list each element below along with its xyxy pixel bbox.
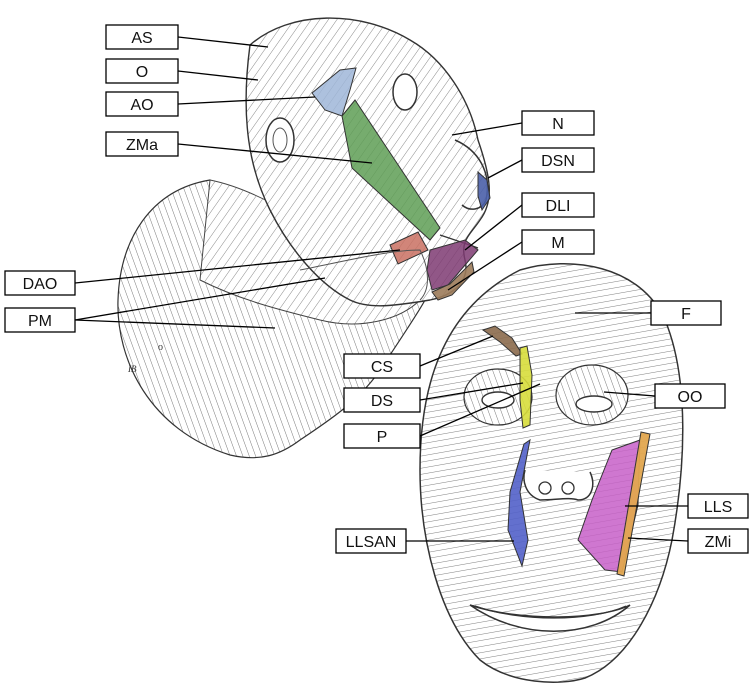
label-oo-text: OO — [678, 389, 703, 406]
label-m-text: M — [551, 235, 564, 252]
label-oo: OO — [655, 384, 725, 408]
label-dsn-text: DSN — [541, 153, 575, 170]
label-ds: DS — [344, 388, 420, 412]
label-zmi-text: ZMi — [705, 534, 732, 551]
label-as: AS — [106, 25, 178, 49]
label-cs-text: CS — [371, 359, 393, 376]
label-as-text: AS — [131, 30, 152, 47]
svg-text:o: o — [158, 342, 163, 353]
front-view-right-eye — [556, 365, 628, 425]
figure-mark: IB — [127, 364, 137, 374]
front-view-nose — [524, 470, 593, 500]
label-lls: LLS — [688, 494, 748, 518]
label-ao-text: AO — [130, 97, 153, 114]
label-m: M — [522, 230, 594, 254]
label-dao-text: DAO — [23, 276, 58, 293]
label-llsan: LLSAN — [336, 529, 406, 553]
label-llsan-text: LLSAN — [346, 534, 397, 551]
label-dli: DLI — [522, 193, 594, 217]
label-zmi: ZMi — [688, 529, 748, 553]
label-p-text: P — [377, 429, 388, 446]
label-o-text: O — [136, 64, 148, 81]
label-dli-text: DLI — [546, 198, 571, 215]
label-p: P — [344, 424, 420, 448]
front-view-face — [420, 264, 683, 683]
label-dsn: DSN — [522, 148, 594, 172]
label-dao: DAO — [5, 271, 75, 295]
label-zma-text: ZMa — [126, 137, 158, 154]
label-ao: AO — [106, 92, 178, 116]
label-pm: PM — [5, 308, 75, 332]
label-f-text: F — [681, 306, 691, 323]
label-pm-text: PM — [28, 313, 52, 330]
label-lls-text: LLS — [704, 499, 732, 516]
label-n: N — [522, 111, 594, 135]
label-n-text: N — [552, 116, 564, 133]
label-o: O — [106, 59, 178, 83]
label-cs: CS — [344, 354, 420, 378]
label-f: F — [651, 301, 721, 325]
label-zma: ZMa — [106, 132, 178, 156]
label-ds-text: DS — [371, 393, 393, 410]
side-view-eye — [393, 74, 417, 110]
